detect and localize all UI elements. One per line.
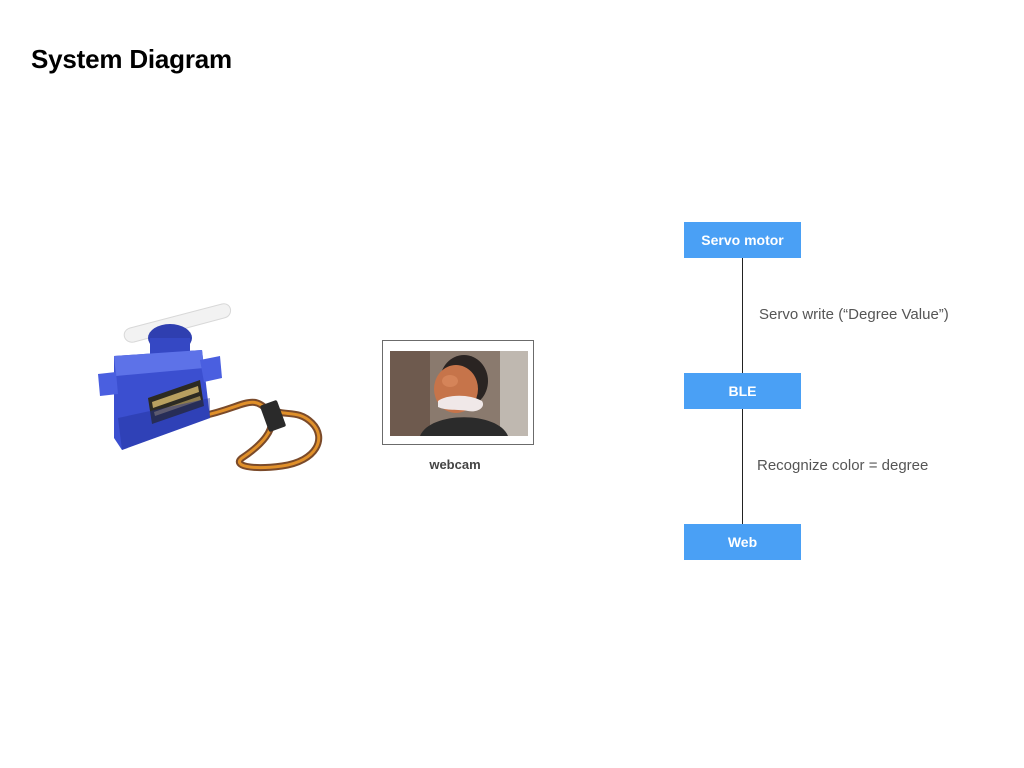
connector-servo-ble bbox=[742, 258, 743, 373]
node-servo-motor: Servo motor bbox=[684, 222, 801, 258]
webcam-label: webcam bbox=[429, 457, 481, 472]
servo-motor-image bbox=[98, 303, 323, 472]
connector-ble-web bbox=[742, 409, 743, 524]
edge-label-recognize-color: Recognize color = degree bbox=[757, 457, 929, 474]
edge-label-servo-write: Servo write (“Degree Value”) bbox=[759, 306, 949, 323]
node-ble: BLE bbox=[684, 373, 801, 409]
node-web: Web bbox=[684, 524, 801, 560]
webcam-image bbox=[390, 351, 528, 436]
page-title: System Diagram bbox=[31, 44, 232, 74]
webcam-frame bbox=[382, 340, 534, 445]
